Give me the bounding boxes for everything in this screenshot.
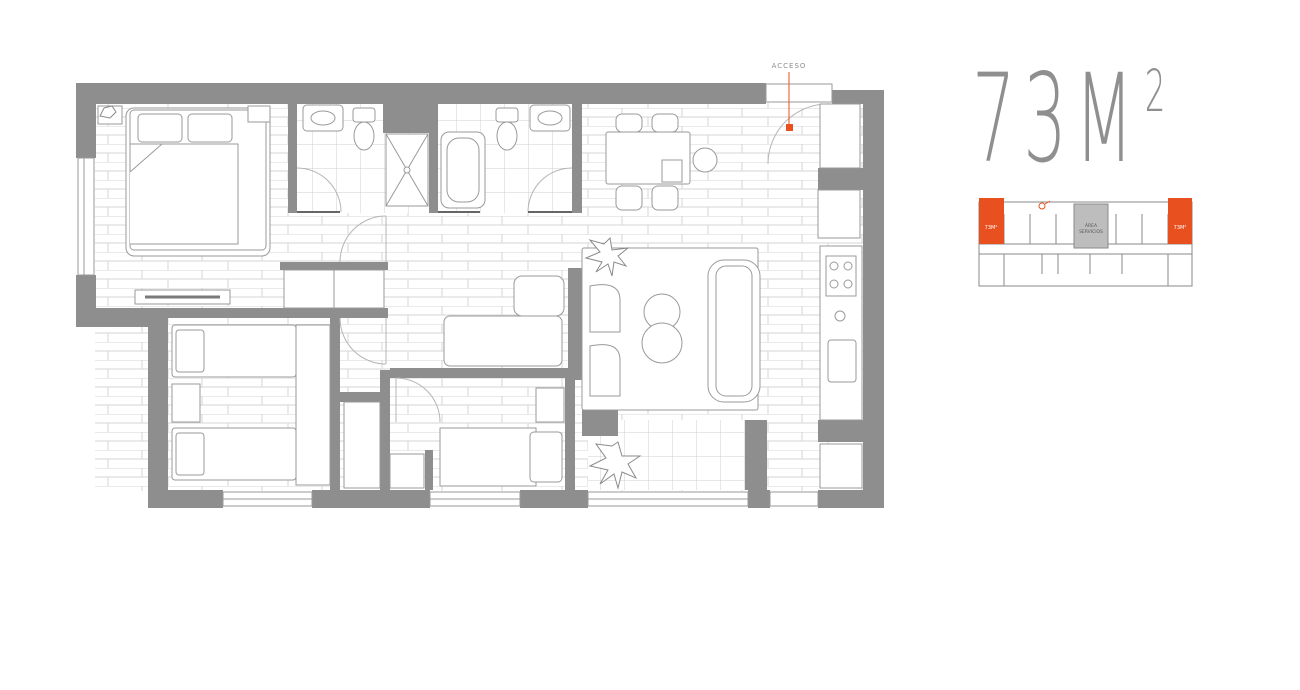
area-superscript: 2 — [1144, 57, 1166, 125]
doors — [296, 103, 829, 423]
plant-icon — [99, 105, 117, 119]
keyplan-unit-right — [1168, 198, 1192, 244]
area-unit: M — [1074, 48, 1142, 190]
hall-cabinets — [283, 269, 425, 489]
reading-chair — [443, 315, 563, 367]
walls — [76, 83, 884, 508]
kitchen — [817, 103, 863, 489]
bathroom-fixtures — [297, 104, 572, 213]
compass-north-icon — [1038, 200, 1051, 210]
area-number: 73 — [972, 48, 1075, 190]
key-plan: 73M² 73M² ÁREA SERVICIOS — [978, 198, 1193, 287]
stove-icon — [825, 255, 857, 297]
access-label: ACCESO — [772, 62, 807, 70]
living-set — [581, 247, 761, 411]
keyplan-core-label-2: SERVICIOS — [1079, 229, 1103, 235]
windows — [77, 83, 833, 507]
area-title: 73M2 — [972, 57, 1166, 180]
access-marker-icon — [786, 72, 793, 131]
plant-icon — [588, 441, 642, 490]
keyplan-unit-left — [979, 198, 1004, 244]
keyplan-left-label: 73M² — [985, 225, 998, 231]
keyplan-core-label-1: ÁREA — [1085, 222, 1098, 229]
dining-set — [605, 113, 718, 211]
sink-icon — [827, 339, 857, 383]
master-bed — [97, 105, 271, 305]
plant-icon — [584, 236, 630, 277]
twin-beds — [171, 324, 331, 486]
keyplan-right-label: 73M² — [1174, 225, 1187, 231]
study-furniture — [439, 275, 565, 487]
toilet-icon — [352, 107, 376, 123]
keyplan-core — [1073, 203, 1109, 249]
